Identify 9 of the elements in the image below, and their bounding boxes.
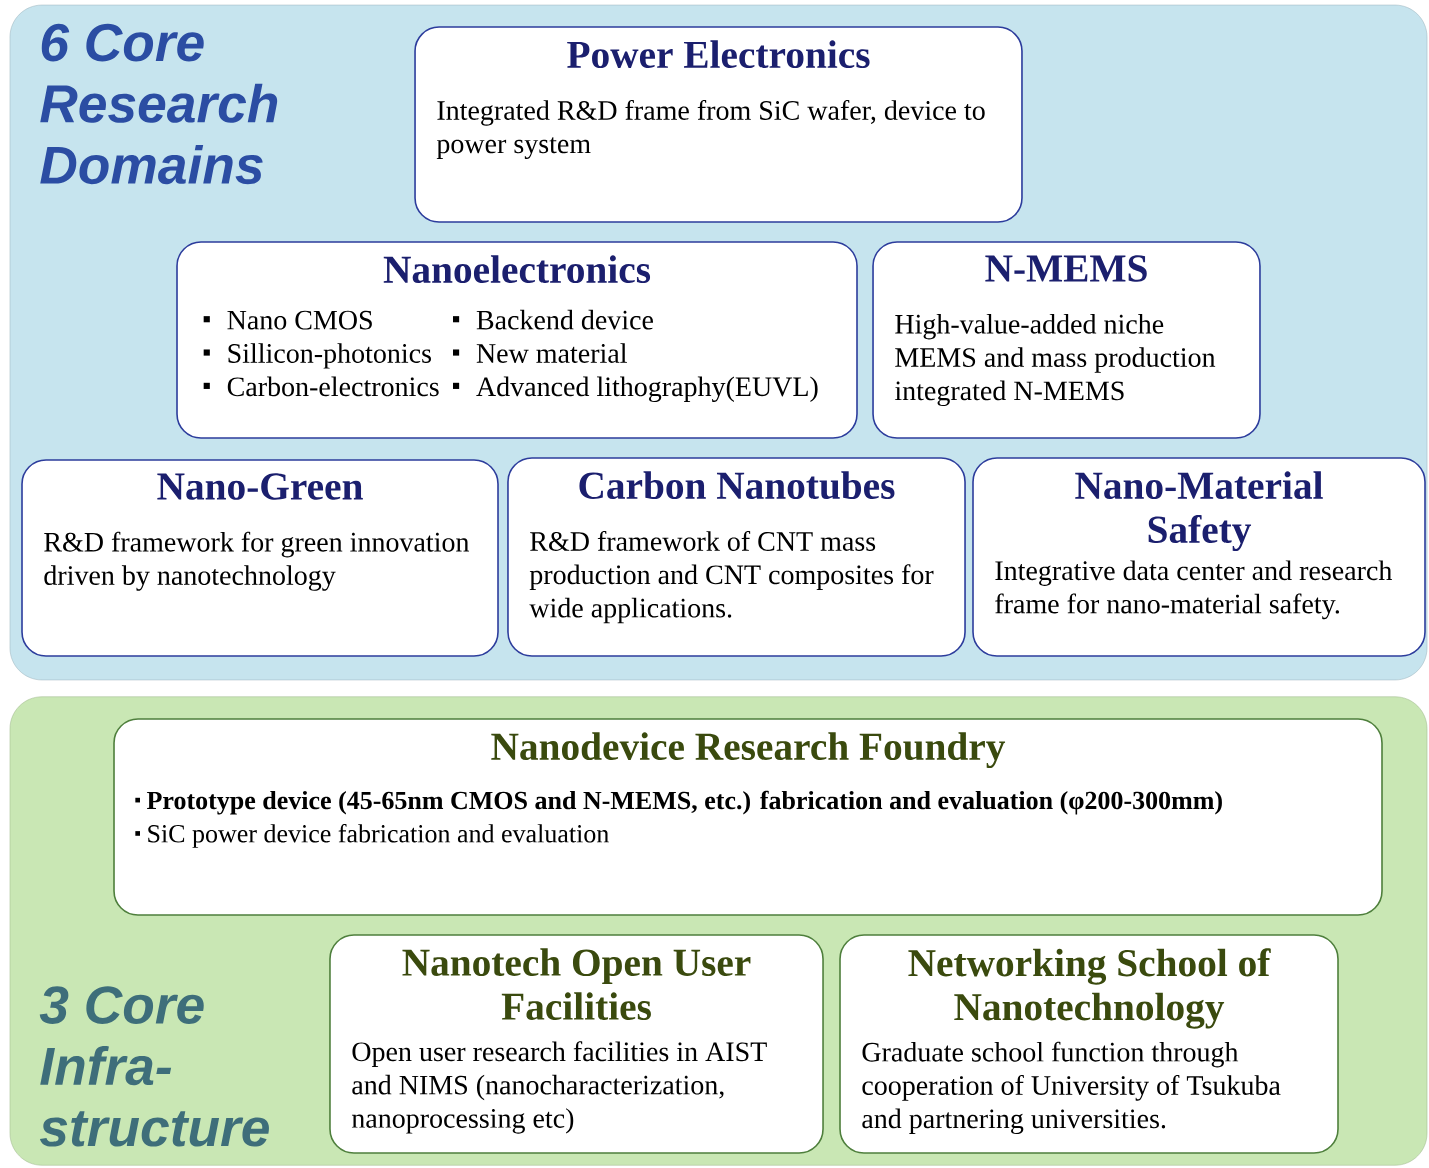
domain-box: Carbon Nanotubes R&D framework of CNT mass production and CNT composites for wide applications. xyxy=(507,457,966,657)
domain-box: Power Electronics Integrated R&D frame from SiC wafer, device to power system xyxy=(414,26,1023,223)
infrastructure-box: Nanotech Open User Facilities Open user research facilities in AIST and NIMS (nanocharacterization, nanoprocessing etc) xyxy=(329,934,824,1154)
domain-box: Nano-Green R&D framework for green innovation driven by nanotechnology xyxy=(21,459,499,657)
domain-box: Nanoelectronics Nano CMOS Sillicon-photonics Carbon-electronics Backend device New material Advanced lithography(EUVL) xyxy=(176,241,858,439)
infrastructure-box: Networking School of Nanotechnology Graduate school function through cooperation of University of Tsukuba and partnering universities. xyxy=(839,934,1339,1154)
domain-box: N-MEMS High-value-added niche MEMS and mass production integrated N-MEMS xyxy=(872,241,1261,439)
infrastructure-box: Nanodevice Research Foundry Prototype device (45-65nm CMOS and N-MEMS, etc.) fabrication and evaluation (φ200-300mm) SiC power device fabrication and evaluation xyxy=(113,718,1383,916)
domain-box: Nano-Material Safety Integrative data center and research frame for nano-material safety. xyxy=(972,457,1426,657)
